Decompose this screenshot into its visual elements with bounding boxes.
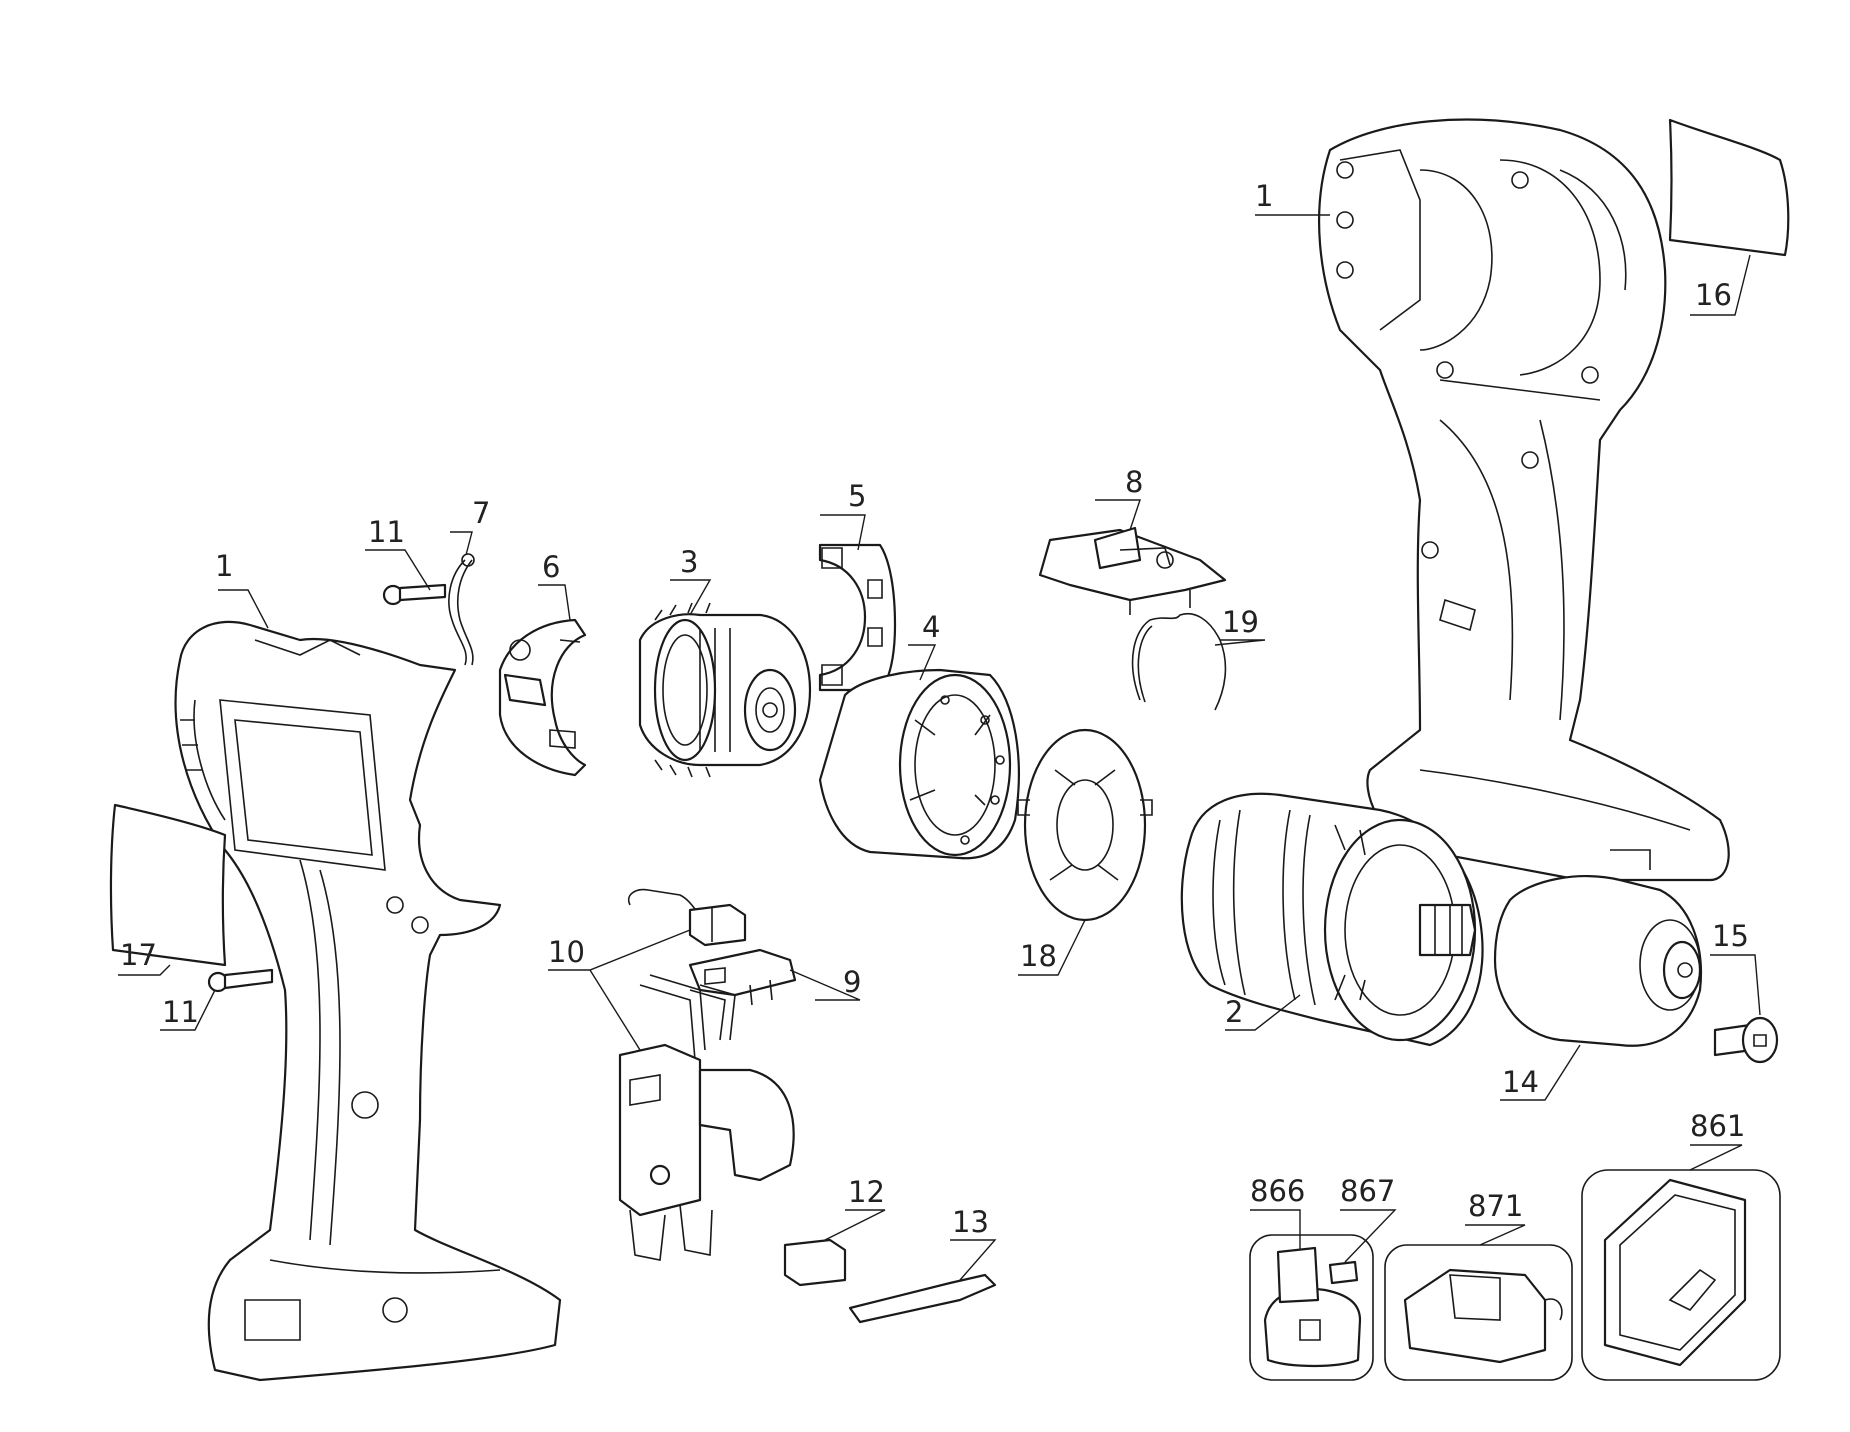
selector-plate-8 — [1038, 526, 1227, 615]
callout-5: 5 — [848, 479, 866, 513]
label-sheet-16 — [1668, 118, 1790, 257]
battery-box — [1249, 1234, 1374, 1381]
callout-861: 861 — [1690, 1109, 1745, 1143]
callout-4: 4 — [922, 610, 940, 644]
callout-14: 14 — [1502, 1065, 1539, 1099]
motor-3 — [638, 602, 812, 778]
trigger-switch — [618, 974, 795, 1261]
screwdriver-bit-13 — [848, 1273, 997, 1324]
callout-11-upper: 11 — [368, 515, 405, 549]
spring-clip-7 — [448, 553, 475, 666]
bearing-plate-18 — [1017, 728, 1153, 922]
callout-871: 871 — [1468, 1189, 1523, 1223]
callout-7: 7 — [472, 496, 490, 530]
callout-17: 17 — [120, 938, 157, 972]
callout-8: 8 — [1125, 465, 1143, 499]
callout-1-right: 1 — [1255, 179, 1273, 213]
carry-case-861-box — [1581, 1169, 1781, 1381]
callout-867: 867 — [1340, 1174, 1395, 1208]
callout-12: 12 — [848, 1175, 885, 1209]
screw-11-lower — [207, 968, 274, 993]
callout-16: 16 — [1695, 278, 1732, 312]
callout-18: 18 — [1020, 939, 1057, 973]
callout-6: 6 — [542, 550, 560, 584]
battery-pack-866 — [1299, 1319, 1321, 1341]
screw-15 — [1713, 1016, 1779, 1064]
gearbox-2 — [1180, 792, 1484, 1047]
end-cap-5 — [818, 543, 897, 692]
housing-left — [174, 620, 562, 1382]
battery-pack-867 — [1328, 1260, 1359, 1285]
callout-3: 3 — [680, 545, 698, 579]
label-sheet-17 — [109, 803, 227, 967]
callout-2: 2 — [1225, 995, 1243, 1029]
callout-1-left: 1 — [215, 549, 233, 583]
brush-spring-10 — [628, 888, 747, 947]
brush-holder-6 — [498, 618, 587, 777]
callout-866: 866 — [1250, 1174, 1305, 1208]
charger-871-box — [1384, 1244, 1573, 1381]
callout-11-lower: 11 — [162, 995, 199, 1029]
callout-15: 15 — [1712, 919, 1749, 953]
motor-can-4 — [818, 668, 1020, 860]
callout-19: 19 — [1222, 605, 1259, 639]
screw-11-upper — [382, 583, 447, 606]
leader-lines — [118, 214, 1761, 1281]
reverse-button-9 — [688, 948, 797, 1006]
callout-9: 9 — [843, 965, 861, 999]
bit-clip-12 — [783, 1238, 847, 1287]
callout-labels: 1 1 2 3 4 5 6 7 8 9 10 11 11 12 13 14 15… — [120, 179, 1749, 1239]
callout-13: 13 — [952, 1205, 989, 1239]
callout-10: 10 — [548, 935, 585, 969]
housing-right — [1318, 118, 1730, 882]
chuck-14 — [1493, 874, 1702, 1047]
spring-19 — [1131, 613, 1227, 711]
